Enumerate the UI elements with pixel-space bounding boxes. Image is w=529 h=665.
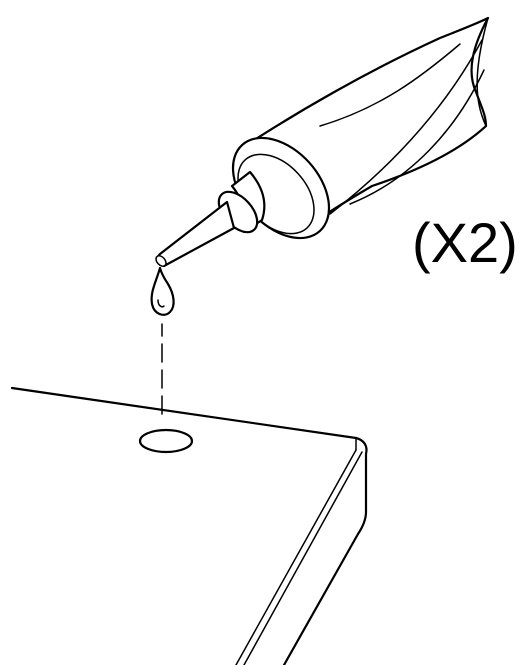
tube-nozzle-tip	[155, 255, 167, 267]
tube-crease-1	[329, 39, 483, 215]
quantity-label: (X2)	[412, 211, 518, 274]
panel-bevel-1	[235, 449, 357, 665]
glue-drop-icon	[150, 266, 175, 316]
tube-crease-3	[319, 43, 461, 127]
panel-top-edge	[10, 386, 358, 440]
tube-crease-2	[349, 69, 485, 205]
panel-corner-icon	[10, 386, 368, 665]
panel-bevel-2	[243, 451, 363, 665]
drop-shape	[150, 266, 175, 316]
glue-tube-icon	[155, 16, 490, 268]
mounting-hole-icon	[138, 428, 194, 454]
tube-nozzle	[156, 200, 236, 268]
drop-highlight	[157, 299, 165, 308]
panel-front-edge	[282, 452, 368, 665]
panel-corner	[354, 436, 368, 456]
tube-crimp-line	[476, 17, 489, 127]
